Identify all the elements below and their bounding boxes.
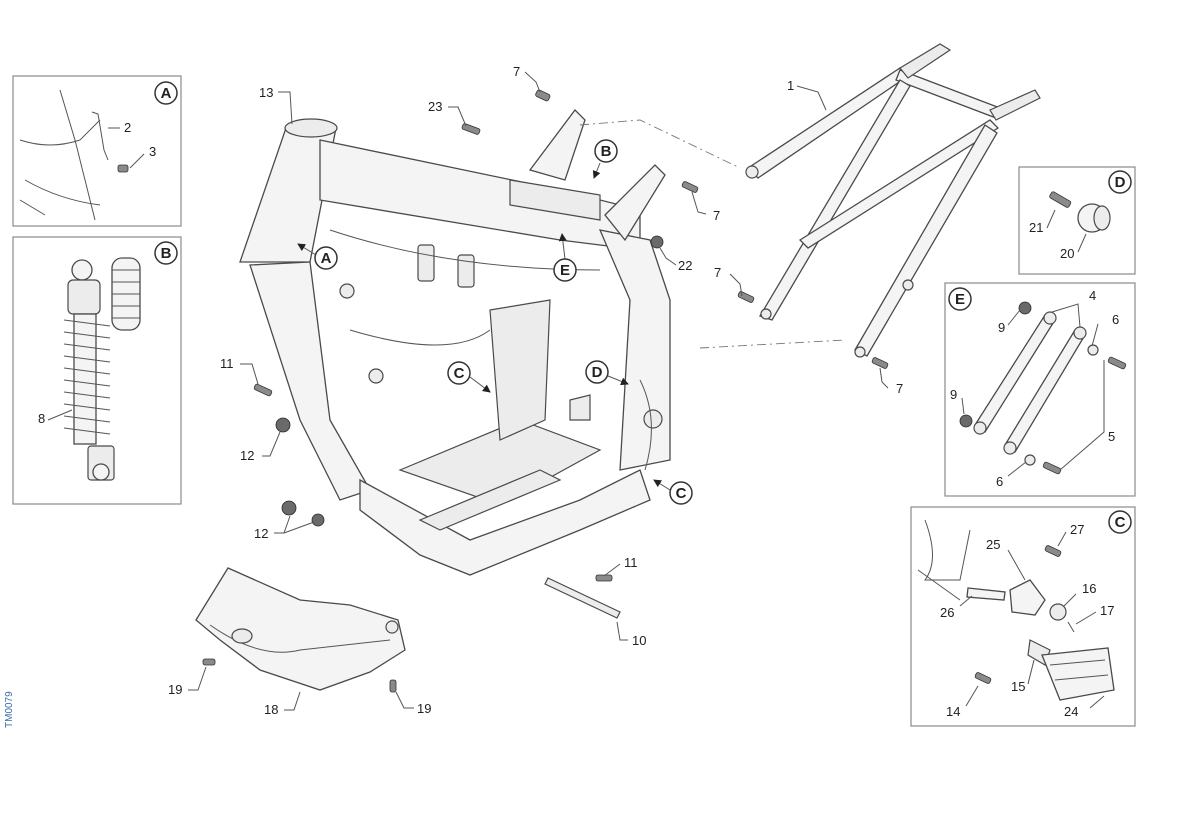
- leader-lines: [188, 71, 889, 711]
- callout-b-letter: B: [161, 245, 172, 262]
- main-callout-d-letter: D: [592, 364, 603, 381]
- main-callout-d: [585, 360, 609, 384]
- label-7-top: 7: [513, 64, 520, 79]
- rear-subframe: [745, 43, 1041, 358]
- label-20: 20: [1060, 246, 1074, 261]
- detail-box-c: C 27 25 16 17 26 15 14 24: [910, 506, 1136, 727]
- label-21: 21: [1029, 220, 1043, 235]
- label-15: 15: [1011, 679, 1025, 694]
- main-callout-c-1-letter: C: [454, 365, 465, 382]
- label-9-upper: 9: [998, 320, 1005, 335]
- label-19-right: 19: [417, 701, 431, 716]
- hardware: [253, 89, 889, 619]
- label-22: 22: [678, 258, 692, 273]
- label-4: 4: [1089, 288, 1096, 303]
- main-callout-b: [594, 139, 618, 163]
- callout-c-badge: [1108, 510, 1132, 534]
- label-26: 26: [940, 605, 954, 620]
- label-27: 27: [1070, 522, 1084, 537]
- label-23: 23: [428, 99, 442, 114]
- main-callout-e: [553, 258, 577, 282]
- label-18: 18: [264, 702, 278, 717]
- main-callout-b-letter: B: [601, 143, 612, 160]
- label-14: 14: [946, 704, 960, 719]
- label-10: 10: [632, 633, 646, 648]
- label-13: 13: [259, 85, 273, 100]
- label-25: 25: [986, 537, 1000, 552]
- main-frame: [239, 109, 671, 576]
- detail-box-b: B 8: [12, 236, 182, 505]
- callout-e-badge: [948, 287, 972, 311]
- rear-shock-absorber: [63, 257, 141, 481]
- leader-dashed-1: [579, 119, 741, 169]
- detail-box-d: D 21 20: [1018, 166, 1136, 275]
- callout-d-letter: D: [1115, 174, 1126, 191]
- label-7-right: 7: [713, 208, 720, 223]
- detail-box-e: E 4 9 6 9 5 6: [944, 282, 1136, 497]
- main-callout-c-2-letter: C: [676, 485, 687, 502]
- main-callout-a-letter: A: [321, 250, 332, 267]
- label-12-upper: 12: [240, 448, 254, 463]
- leader-dashed-2: [699, 339, 846, 349]
- detail-box-a: 2 3 A: [12, 75, 182, 227]
- callout-d-badge: [1108, 170, 1132, 194]
- skid-plate: [195, 567, 406, 693]
- label-6-upper: 6: [1112, 312, 1119, 327]
- label-6-lower: 6: [996, 474, 1003, 489]
- label-24: 24: [1064, 704, 1078, 719]
- main-callout-c-1: [447, 361, 471, 385]
- label-1: 1: [787, 78, 794, 93]
- label-11-lower: 11: [624, 555, 638, 570]
- label-2: 2: [124, 120, 131, 135]
- label-7-mid: 7: [714, 265, 721, 280]
- callout-c-letter: C: [1115, 514, 1126, 531]
- screw-3-icon: [117, 164, 129, 173]
- callout-e-letter: E: [955, 291, 965, 308]
- label-16: 16: [1082, 581, 1096, 596]
- label-11-left: 11: [220, 356, 234, 371]
- main-callout-c-2: [669, 481, 693, 505]
- callout-a-badge: [154, 81, 178, 105]
- label-8: 8: [38, 411, 45, 426]
- document-id: TM0079: [4, 691, 15, 728]
- label-19-left: 19: [168, 682, 182, 697]
- label-5: 5: [1108, 429, 1115, 444]
- label-17: 17: [1100, 603, 1114, 618]
- main-callout-e-letter: E: [560, 262, 570, 279]
- callout-b-badge: [154, 241, 178, 265]
- callout-a-letter: A: [161, 85, 172, 102]
- label-12-lower: 12: [254, 526, 268, 541]
- label-9-lower: 9: [950, 387, 957, 402]
- main-part-numbers: 13 7 23 1 7 22 7 7 11 12 12 11 10 19 19 …: [168, 64, 903, 717]
- main-callout-a: [314, 246, 338, 270]
- label-7-sub: 7: [896, 381, 903, 396]
- main-callouts: A B E C D C: [297, 139, 693, 505]
- label-3: 3: [149, 144, 156, 159]
